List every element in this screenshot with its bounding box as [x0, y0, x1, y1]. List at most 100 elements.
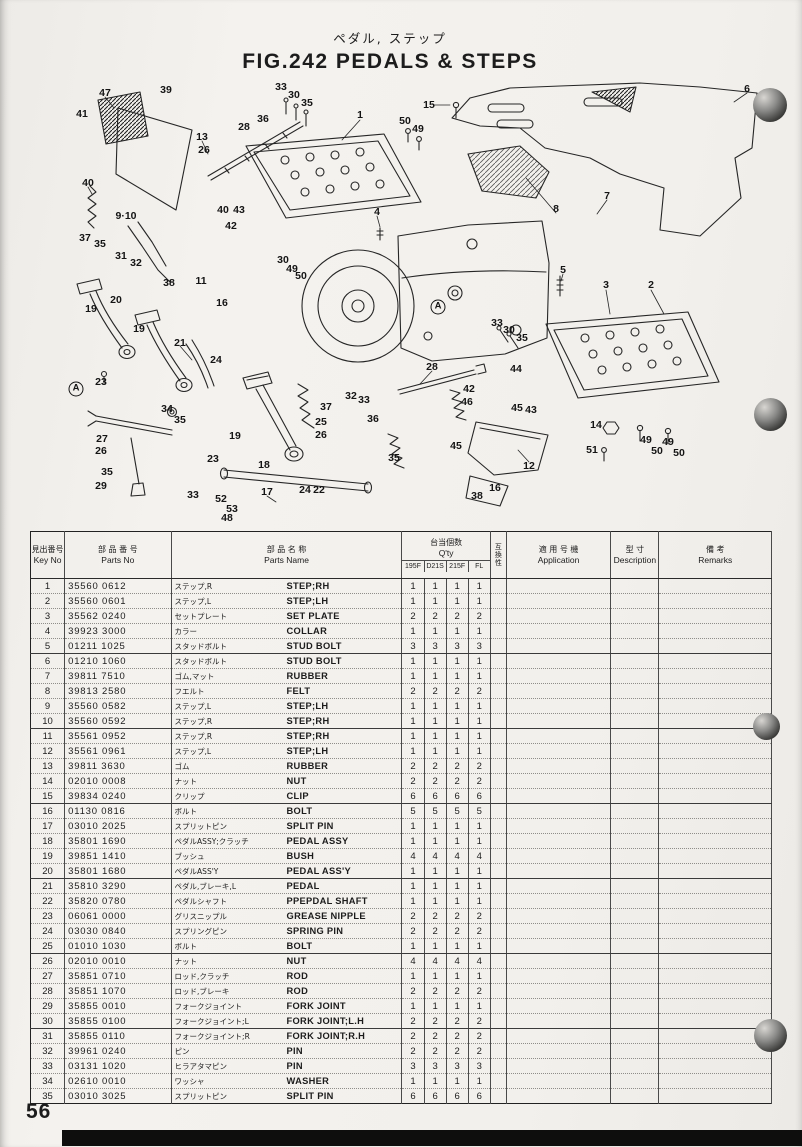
cell-remarks	[658, 818, 772, 834]
cell-compat	[490, 968, 507, 984]
cell-parts-no: 39811 3630	[64, 758, 172, 774]
cell-key-no: 33	[30, 1058, 66, 1074]
parts-name-japanese: ヒラアタマピン	[174, 1061, 228, 1071]
cell-qty: 1	[401, 653, 425, 669]
diagram-callout: 16	[489, 481, 501, 494]
cell-qty: 2	[468, 1028, 491, 1044]
cell-qty: 5	[446, 803, 469, 819]
cell-qty: 1	[424, 593, 447, 609]
cell-compat	[490, 608, 507, 624]
diagram-callout: 28	[426, 360, 438, 373]
diagram-callout: 24	[299, 483, 311, 496]
parts-name-english: PEDAL ASS'Y	[286, 866, 351, 876]
cell-qty: 1	[446, 698, 469, 714]
cell-qty: 1	[401, 968, 425, 984]
cell-qty: 1	[401, 818, 425, 834]
cell-qty: 2	[468, 773, 491, 789]
cell-remarks	[658, 923, 772, 939]
parts-name-english: STUD BOLT	[286, 656, 342, 666]
cell-parts-no: 03010 2025	[64, 818, 172, 834]
cell-compat	[490, 1013, 507, 1029]
cell-qty: 1	[424, 653, 447, 669]
cell-parts-name: クリップ CLIP	[171, 788, 403, 804]
cell-qty: 1	[468, 878, 491, 894]
diagram-callout: 53	[226, 502, 238, 515]
cell-parts-no: 39834 0240	[64, 788, 172, 804]
cell-qty: 2	[468, 683, 491, 699]
parts-name-english: FORK JOINT;R.H	[286, 1031, 366, 1041]
diagram-callout: 49	[662, 435, 674, 448]
cell-key-no: 20	[30, 863, 66, 879]
cell-qty: 2	[446, 758, 469, 774]
cell-qty: 2	[401, 1043, 425, 1059]
diagram-callout: 43	[233, 203, 245, 216]
cell-qty: 6	[468, 788, 491, 804]
header-parts-name: 部 品 名 称 Parts Name	[171, 531, 403, 579]
cell-parts-no: 35801 1690	[64, 833, 172, 849]
cell-parts-no: 39851 1410	[64, 848, 172, 864]
cell-remarks	[658, 1073, 772, 1089]
parts-name-japanese: クリップ	[174, 791, 205, 801]
parts-name-english: PIN	[286, 1061, 303, 1071]
cell-parts-no: 35801 1680	[64, 863, 172, 879]
header-compat: 互換性	[490, 531, 507, 579]
cell-key-no: 26	[30, 953, 66, 969]
cell-qty: 2	[424, 683, 447, 699]
parts-name-english: CLIP	[286, 791, 309, 801]
parts-name-english: NUT	[286, 776, 307, 786]
cell-description	[610, 803, 660, 819]
cell-key-no: 7	[30, 668, 66, 684]
cell-application	[506, 998, 612, 1014]
cell-description	[610, 1073, 660, 1089]
cell-qty: 2	[424, 983, 447, 999]
cell-compat	[490, 878, 507, 894]
diagram-callout: 45	[450, 439, 462, 452]
cell-description	[610, 623, 660, 639]
cell-qty: 1	[401, 833, 425, 849]
diagram-callout: 33	[275, 80, 287, 93]
cell-remarks	[658, 848, 772, 864]
cell-qty: 1	[446, 893, 469, 909]
cell-application	[506, 923, 612, 939]
cell-key-no: 29	[30, 998, 66, 1014]
cell-compat	[490, 983, 507, 999]
cell-compat	[490, 638, 507, 654]
binder-knob	[754, 398, 787, 431]
cell-qty: 1	[401, 863, 425, 879]
rods-and-shafts	[87, 363, 487, 497]
cell-parts-no: 35560 0601	[64, 593, 172, 609]
cell-parts-no: 01211 1025	[64, 638, 172, 654]
step-plate-right	[245, 133, 422, 219]
diagram-callout: 35	[301, 96, 313, 109]
parts-name-japanese: ステップ,R	[174, 731, 213, 741]
diagram-callout: 23	[95, 375, 107, 388]
cell-parts-no: 35810 3290	[64, 878, 172, 894]
diagram-callout: 8	[553, 202, 559, 215]
cell-qty: 2	[424, 608, 447, 624]
cell-application	[506, 1028, 612, 1044]
cell-application	[506, 683, 612, 699]
cell-qty: 1	[446, 728, 469, 744]
cell-qty: 1	[446, 653, 469, 669]
cell-application	[506, 593, 612, 609]
parts-name-japanese: ナット	[174, 956, 198, 966]
cell-application	[506, 878, 612, 894]
cell-qty: 1	[401, 728, 425, 744]
cell-description	[610, 578, 660, 594]
cell-qty: 1	[446, 938, 469, 954]
diagram-callout: 25	[315, 415, 327, 428]
cell-parts-no: 02010 0008	[64, 773, 172, 789]
cell-compat	[490, 953, 507, 969]
cell-compat	[490, 623, 507, 639]
